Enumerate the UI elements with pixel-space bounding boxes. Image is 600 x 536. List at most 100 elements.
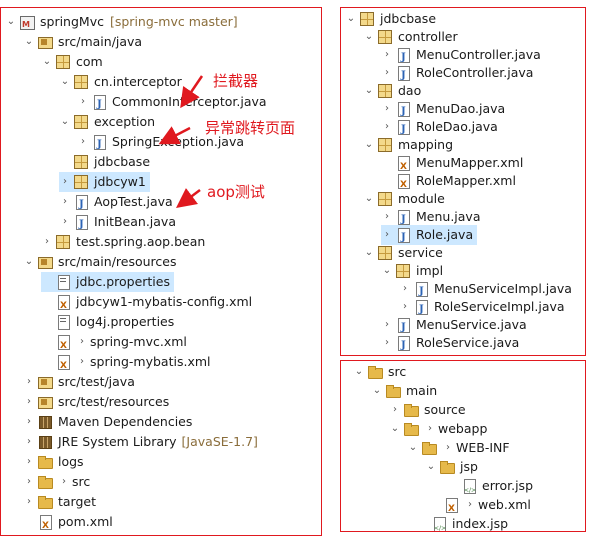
- chevron-down-icon[interactable]: ⌄: [390, 423, 400, 434]
- chevron-down-icon[interactable]: ⌄: [426, 461, 436, 472]
- tree-row[interactable]: › logs: [23, 452, 84, 472]
- tree-row[interactable]: ⌄ › WEB-INF: [407, 438, 510, 458]
- chevron-right-icon[interactable]: ›: [27, 396, 31, 407]
- tree-row[interactable]: › MenuDao.java: [381, 99, 505, 122]
- tree-row[interactable]: ⌄ jsp: [425, 457, 478, 477]
- chevron-right-icon[interactable]: ›: [385, 49, 389, 60]
- tree-row[interactable]: › MenuController.java: [381, 45, 541, 68]
- tree-row[interactable]: › InitBean.java: [59, 212, 176, 235]
- chevron-right-icon[interactable]: ›: [63, 176, 67, 187]
- chevron-down-icon[interactable]: ⌄: [372, 385, 382, 396]
- chevron-right-icon[interactable]: ›: [385, 229, 389, 240]
- chevron-right-icon[interactable]: ›: [27, 476, 31, 487]
- chevron-right-icon[interactable]: ›: [45, 236, 49, 247]
- chevron-right-icon[interactable]: ›: [385, 67, 389, 78]
- tree-row[interactable]: › source: [389, 400, 466, 420]
- tree-row[interactable]: › MenuService.java: [381, 315, 527, 338]
- chevron-down-icon[interactable]: ⌄: [364, 139, 374, 150]
- chevron-down-icon[interactable]: ⌄: [354, 366, 364, 377]
- tree-row[interactable]: ⌄ com: [41, 52, 103, 72]
- tree-row[interactable]: › test.spring.aop.bean: [41, 232, 205, 252]
- tree-row[interactable]: › AopTest.java: [59, 192, 173, 215]
- tree-row[interactable]: ⌄ src/main/resources: [23, 252, 176, 272]
- tree-row[interactable]: ⌄ main: [371, 381, 437, 401]
- tree-row[interactable]: ⌄ impl: [381, 261, 443, 281]
- chevron-right-icon[interactable]: ›: [80, 356, 84, 367]
- chevron-down-icon[interactable]: ⌄: [364, 85, 374, 96]
- tree-row[interactable]: pom.xml: [23, 512, 113, 535]
- chevron-right-icon[interactable]: ›: [27, 416, 31, 427]
- tree-row[interactable]: › RoleServiceImpl.java: [399, 297, 565, 320]
- tree-row[interactable]: ⌄ cn.interceptor: [59, 72, 182, 92]
- chevron-down-icon[interactable]: ⌄: [6, 16, 16, 27]
- tree-row[interactable]: ⌄ service: [363, 243, 443, 263]
- tree-row[interactable]: MenuMapper.xml: [381, 153, 523, 177]
- chevron-right-icon[interactable]: ›: [81, 136, 85, 147]
- tree-row[interactable]: › web.xml: [443, 495, 531, 519]
- chevron-down-icon[interactable]: ⌄: [408, 442, 418, 453]
- tree-row[interactable]: error.jsp: [461, 476, 533, 501]
- tree-row[interactable]: › spring-mybatis.xml: [41, 352, 211, 376]
- tree-row[interactable]: jdbcbase: [59, 152, 150, 172]
- tree-row[interactable]: log4j.properties: [41, 312, 174, 332]
- tree-row[interactable]: › Maven Dependencies: [23, 412, 192, 432]
- chevron-down-icon[interactable]: ⌄: [42, 56, 52, 67]
- tree-row[interactable]: ⌄ module: [363, 189, 445, 209]
- tree-row[interactable]: › CommonInterceptor.java: [77, 92, 267, 115]
- chevron-down-icon[interactable]: ⌄: [364, 31, 374, 42]
- tree-row[interactable]: › Menu.java: [381, 207, 480, 230]
- chevron-down-icon[interactable]: ⌄: [364, 247, 374, 258]
- chevron-down-icon[interactable]: ⌄: [24, 256, 34, 267]
- chevron-down-icon[interactable]: ⌄: [382, 265, 392, 276]
- chevron-right-icon[interactable]: ›: [385, 211, 389, 222]
- tree-row[interactable]: › RoleService.java: [381, 333, 519, 355]
- chevron-down-icon[interactable]: ⌄: [346, 13, 356, 24]
- chevron-right-icon[interactable]: ›: [403, 283, 407, 294]
- chevron-right-icon[interactable]: ›: [81, 96, 85, 107]
- tree-row[interactable]: jdbcyw1-mybatis-config.xml: [41, 292, 252, 316]
- chevron-right-icon[interactable]: ›: [63, 196, 67, 207]
- chevron-right-icon[interactable]: ›: [385, 121, 389, 132]
- tree-row[interactable]: ⌄ controller: [363, 27, 458, 47]
- tree-row[interactable]: › MenuServiceImpl.java: [399, 279, 572, 302]
- chevron-right-icon[interactable]: ›: [27, 376, 31, 387]
- chevron-right-icon[interactable]: ›: [468, 499, 472, 510]
- chevron-right-icon[interactable]: ›: [385, 319, 389, 330]
- tree-row[interactable]: ⌄ src: [353, 362, 406, 382]
- tree-row[interactable]: › JRE System Library [JavaSE-1.7]: [23, 432, 258, 452]
- chevron-right-icon[interactable]: ›: [428, 423, 432, 434]
- tree-row[interactable]: › spring-mvc.xml: [41, 332, 187, 356]
- chevron-right-icon[interactable]: ›: [27, 456, 31, 467]
- tree-row[interactable]: ⌄ › webapp: [389, 419, 487, 439]
- tree-row[interactable]: › › src: [23, 472, 90, 492]
- tree-row[interactable]: ⌄ dao: [363, 81, 421, 101]
- chevron-right-icon[interactable]: ›: [385, 337, 389, 348]
- tree-row-selected[interactable]: › jdbcyw1: [59, 172, 150, 192]
- chevron-right-icon[interactable]: ›: [63, 216, 67, 227]
- tree-row[interactable]: index.jsp: [431, 514, 508, 531]
- tree-row[interactable]: › src/test/resources: [23, 392, 169, 412]
- tree-row[interactable]: ⌄ exception: [59, 112, 155, 132]
- chevron-down-icon[interactable]: ⌄: [60, 116, 70, 127]
- chevron-right-icon[interactable]: ›: [80, 336, 84, 347]
- tree-row[interactable]: ⌄ jdbcbase: [345, 9, 436, 29]
- tree-row[interactable]: ⌄ mapping: [363, 135, 453, 155]
- chevron-right-icon[interactable]: ›: [385, 103, 389, 114]
- tree-row-selected[interactable]: jdbc.properties: [41, 272, 174, 292]
- chevron-down-icon[interactable]: ⌄: [60, 76, 70, 87]
- tree-row[interactable]: › src/test/java: [23, 372, 135, 392]
- chevron-down-icon[interactable]: ⌄: [364, 193, 374, 204]
- tree-row-project[interactable]: ⌄ springMvc [spring-mvc master]: [5, 12, 238, 35]
- tree-row[interactable]: ⌄ src/main/java: [23, 32, 142, 52]
- tree-row[interactable]: › target: [23, 492, 96, 512]
- tree-row-selected[interactable]: › Role.java: [381, 225, 478, 248]
- tree-row[interactable]: › RoleController.java: [381, 63, 533, 86]
- chevron-right-icon[interactable]: ›: [393, 404, 397, 415]
- chevron-down-icon[interactable]: ⌄: [24, 36, 34, 47]
- chevron-right-icon[interactable]: ›: [27, 496, 31, 507]
- chevron-right-icon[interactable]: ›: [62, 476, 66, 487]
- chevron-right-icon[interactable]: ›: [446, 442, 450, 453]
- tree-row[interactable]: › RoleDao.java: [381, 117, 498, 140]
- chevron-right-icon[interactable]: ›: [27, 436, 31, 447]
- chevron-right-icon[interactable]: ›: [403, 301, 407, 312]
